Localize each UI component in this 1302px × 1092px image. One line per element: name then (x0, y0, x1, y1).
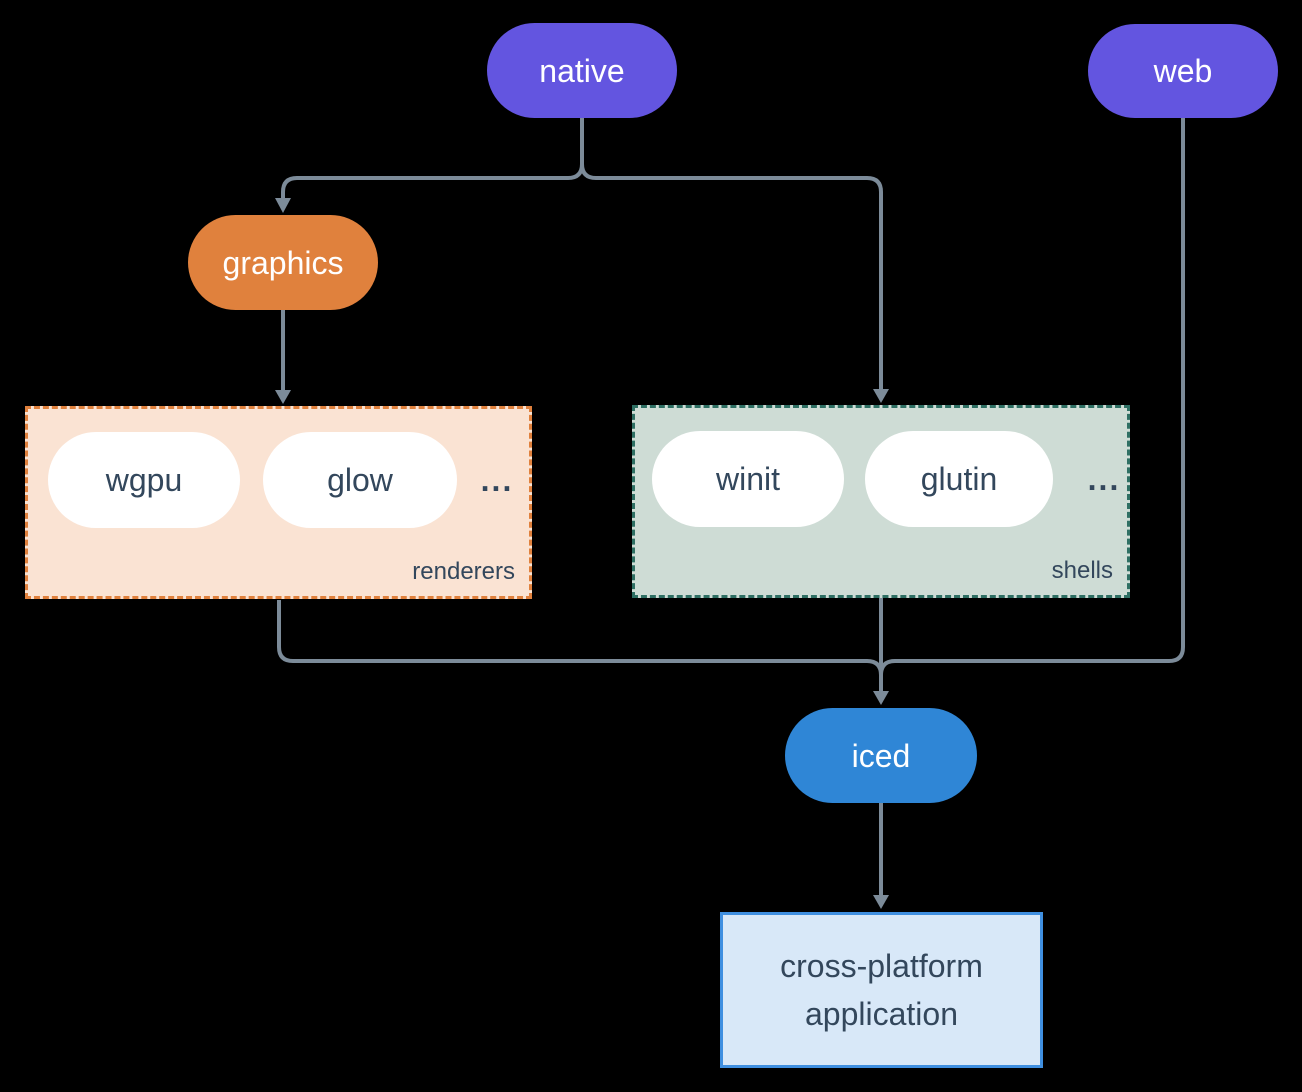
shells-ellipsis: ... (1087, 460, 1121, 497)
group-shells: winit glutin ... shells (632, 405, 1130, 598)
node-app-label: cross-platform application (780, 948, 983, 1032)
node-wgpu: wgpu (48, 432, 240, 528)
node-glutin-label: glutin (920, 461, 998, 497)
renderers-group-label: renderers (412, 558, 515, 585)
renderers-ellipsis: ... (480, 461, 514, 498)
node-cross-platform-application: cross-platform application (720, 912, 1043, 1068)
arrowhead-graphics (275, 198, 291, 213)
node-glow: glow (263, 432, 457, 528)
arrowhead-shells (873, 389, 889, 403)
node-iced-label: iced (851, 737, 911, 774)
edge-renderers-iced (277, 600, 883, 676)
node-web: web (1088, 24, 1278, 118)
edge-native-shells (580, 118, 883, 389)
group-renderers: wgpu glow ... renderers (25, 406, 532, 599)
arrowhead-app (873, 895, 889, 909)
edge-native-graphics (281, 118, 584, 198)
node-graphics-label: graphics (222, 244, 344, 281)
node-wgpu-label: wgpu (105, 462, 183, 498)
node-native: native (487, 23, 677, 118)
shells-group-label: shells (1051, 557, 1113, 584)
arrowhead-iced (873, 691, 889, 705)
arrowhead-renderers (275, 390, 291, 404)
node-iced: iced (785, 708, 977, 803)
node-glutin: glutin (865, 431, 1053, 527)
node-native-label: native (539, 52, 625, 89)
node-graphics: graphics (188, 215, 378, 310)
node-web-label: web (1153, 53, 1213, 89)
node-glow-label: glow (327, 462, 393, 498)
node-winit-label: winit (715, 461, 780, 497)
node-winit: winit (652, 431, 844, 527)
